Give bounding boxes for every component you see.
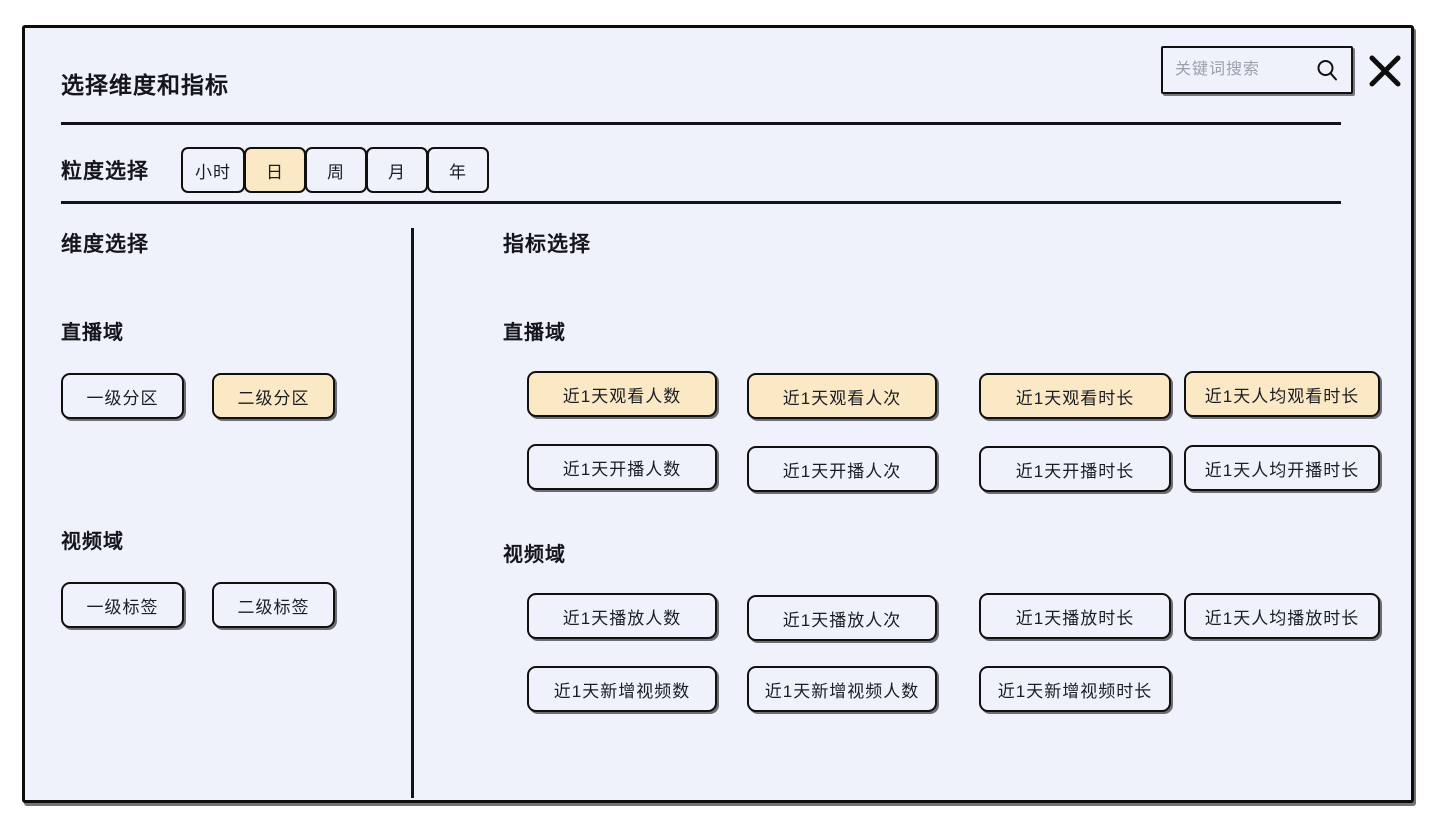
granularity-option-label: 小时 [195, 162, 231, 182]
metric-chip-avg-play-duration[interactable]: 近1天人均播放时长 [1184, 593, 1380, 639]
metric-row: 近1天观看人数 近1天观看人次 近1天观看时长 近1天人均观看时长 [503, 371, 1383, 419]
metric-chip-stream-duration[interactable]: 近1天开播时长 [979, 446, 1171, 492]
metric-chip-avg-watch-duration[interactable]: 近1天人均观看时长 [1184, 371, 1380, 417]
chip-label: 近1天新增视频人数 [764, 681, 920, 701]
metric-group-title: 视频域 [503, 544, 566, 566]
close-icon[interactable] [1368, 54, 1402, 88]
select-dimension-metric-dialog: 选择维度和指标 粒度选择 小时 日 [22, 25, 1414, 803]
metric-chip-new-video-users[interactable]: 近1天新增视频人数 [747, 666, 937, 712]
granularity-divider [61, 201, 1341, 204]
search-icon[interactable] [1315, 58, 1339, 82]
metric-chip-play-duration[interactable]: 近1天播放时长 [979, 593, 1171, 639]
metric-row: 近1天播放人数 近1天播放人次 近1天播放时长 近1天人均播放时长 [503, 593, 1383, 641]
chip-label: 近1天观看人次 [782, 388, 902, 408]
chip-label: 近1天新增视频时长 [997, 681, 1153, 701]
granularity-option-label: 日 [266, 162, 284, 182]
granularity-option-day[interactable]: 日 [244, 147, 306, 193]
metric-chip-play-sessions[interactable]: 近1天播放人次 [747, 595, 937, 641]
granularity-option-label: 月 [388, 162, 406, 182]
metric-chip-new-videos[interactable]: 近1天新增视频数 [527, 666, 717, 712]
chip-label: 二级分区 [237, 388, 310, 408]
dimension-group-title: 直播域 [61, 322, 124, 344]
metric-rows: 近1天观看人数 近1天观看人次 近1天观看时长 近1天人均观看时长 [503, 371, 1383, 492]
chip-label: 近1天人均观看时长 [1204, 386, 1360, 406]
metric-group-live: 直播域 近1天观看人数 近1天观看人次 近1天观看时长 近1天人均 [503, 316, 1383, 517]
metric-panel: 指标选择 直播域 近1天观看人数 近1天观看人次 近1天观看时长 [503, 228, 1383, 712]
dimension-chip-level1-partition[interactable]: 一级分区 [61, 373, 184, 419]
panel-divider [411, 228, 414, 798]
chip-label: 近1天播放时长 [1015, 608, 1135, 628]
granularity-label: 粒度选择 [61, 160, 149, 183]
dimension-chip-level2-partition[interactable]: 二级分区 [212, 373, 335, 419]
granularity-option-hour[interactable]: 小时 [181, 147, 245, 193]
chip-label: 二级标签 [237, 597, 310, 617]
chip-label: 一级标签 [86, 597, 159, 617]
metric-chip-watch-duration[interactable]: 近1天观看时长 [979, 373, 1171, 419]
granularity-button-group: 小时 日 周 月 年 [181, 147, 489, 193]
granularity-option-year[interactable]: 年 [427, 147, 489, 193]
page-title: 选择维度和指标 [61, 72, 229, 98]
dimension-chip-level1-tag[interactable]: 一级标签 [61, 582, 184, 628]
chip-label: 近1天开播人数 [562, 459, 682, 479]
dimension-group-title: 视频域 [61, 531, 124, 553]
metric-chip-watch-users[interactable]: 近1天观看人数 [527, 371, 717, 417]
chip-label: 近1天开播人次 [782, 461, 902, 481]
dimension-group-video: 视频域 一级标签 二级标签 [61, 525, 391, 628]
granularity-option-label: 周 [327, 162, 345, 182]
chip-label: 近1天开播时长 [1015, 461, 1135, 481]
metric-group-title: 直播域 [503, 322, 566, 344]
dimension-chip-level2-tag[interactable]: 二级标签 [212, 582, 335, 628]
granularity-option-label: 年 [449, 162, 467, 182]
metric-row: 近1天开播人数 近1天开播人次 近1天开播时长 近1天人均开播时长 [503, 444, 1383, 492]
chip-label: 近1天人均开播时长 [1204, 460, 1360, 480]
metric-rows: 近1天播放人数 近1天播放人次 近1天播放时长 近1天人均播放时长 [503, 593, 1383, 712]
dimension-panel: 维度选择 直播域 一级分区 二级分区 视频域 一级标签 [61, 228, 391, 628]
metric-chip-avg-stream-duration[interactable]: 近1天人均开播时长 [1184, 445, 1380, 491]
chip-label: 一级分区 [86, 388, 159, 408]
chip-label: 近1天人均播放时长 [1204, 608, 1360, 628]
dimension-chip-row: 一级分区 二级分区 [61, 373, 391, 419]
header-divider [61, 122, 1341, 125]
dimension-panel-heading: 维度选择 [61, 233, 149, 256]
search-input[interactable] [1163, 47, 1307, 93]
granularity-option-week[interactable]: 周 [305, 147, 367, 193]
chip-label: 近1天播放人数 [562, 608, 682, 628]
chip-label: 近1天播放人次 [782, 610, 902, 630]
dialog-header: 选择维度和指标 [25, 28, 1411, 125]
metric-row: 近1天新增视频数 近1天新增视频人数 近1天新增视频时长 [503, 666, 1383, 712]
granularity-row: 粒度选择 小时 日 周 月 年 [61, 145, 489, 195]
dimension-group-live: 直播域 一级分区 二级分区 [61, 316, 391, 419]
metric-group-video: 视频域 近1天播放人数 近1天播放人次 近1天播放时长 近1天人均 [503, 538, 1383, 739]
metric-chip-stream-sessions[interactable]: 近1天开播人次 [747, 446, 937, 492]
metric-chip-play-users[interactable]: 近1天播放人数 [527, 593, 717, 639]
chip-label: 近1天观看人数 [562, 386, 682, 406]
search-box[interactable] [1161, 46, 1353, 94]
chip-label: 近1天新增视频数 [553, 681, 691, 701]
metric-chip-watch-sessions[interactable]: 近1天观看人次 [747, 373, 937, 419]
chip-label: 近1天观看时长 [1015, 388, 1135, 408]
metric-chip-stream-users[interactable]: 近1天开播人数 [527, 444, 717, 490]
dimension-chip-row: 一级标签 二级标签 [61, 582, 391, 628]
metric-panel-heading: 指标选择 [503, 233, 591, 256]
granularity-option-month[interactable]: 月 [366, 147, 428, 193]
metric-chip-new-video-duration[interactable]: 近1天新增视频时长 [979, 666, 1171, 712]
